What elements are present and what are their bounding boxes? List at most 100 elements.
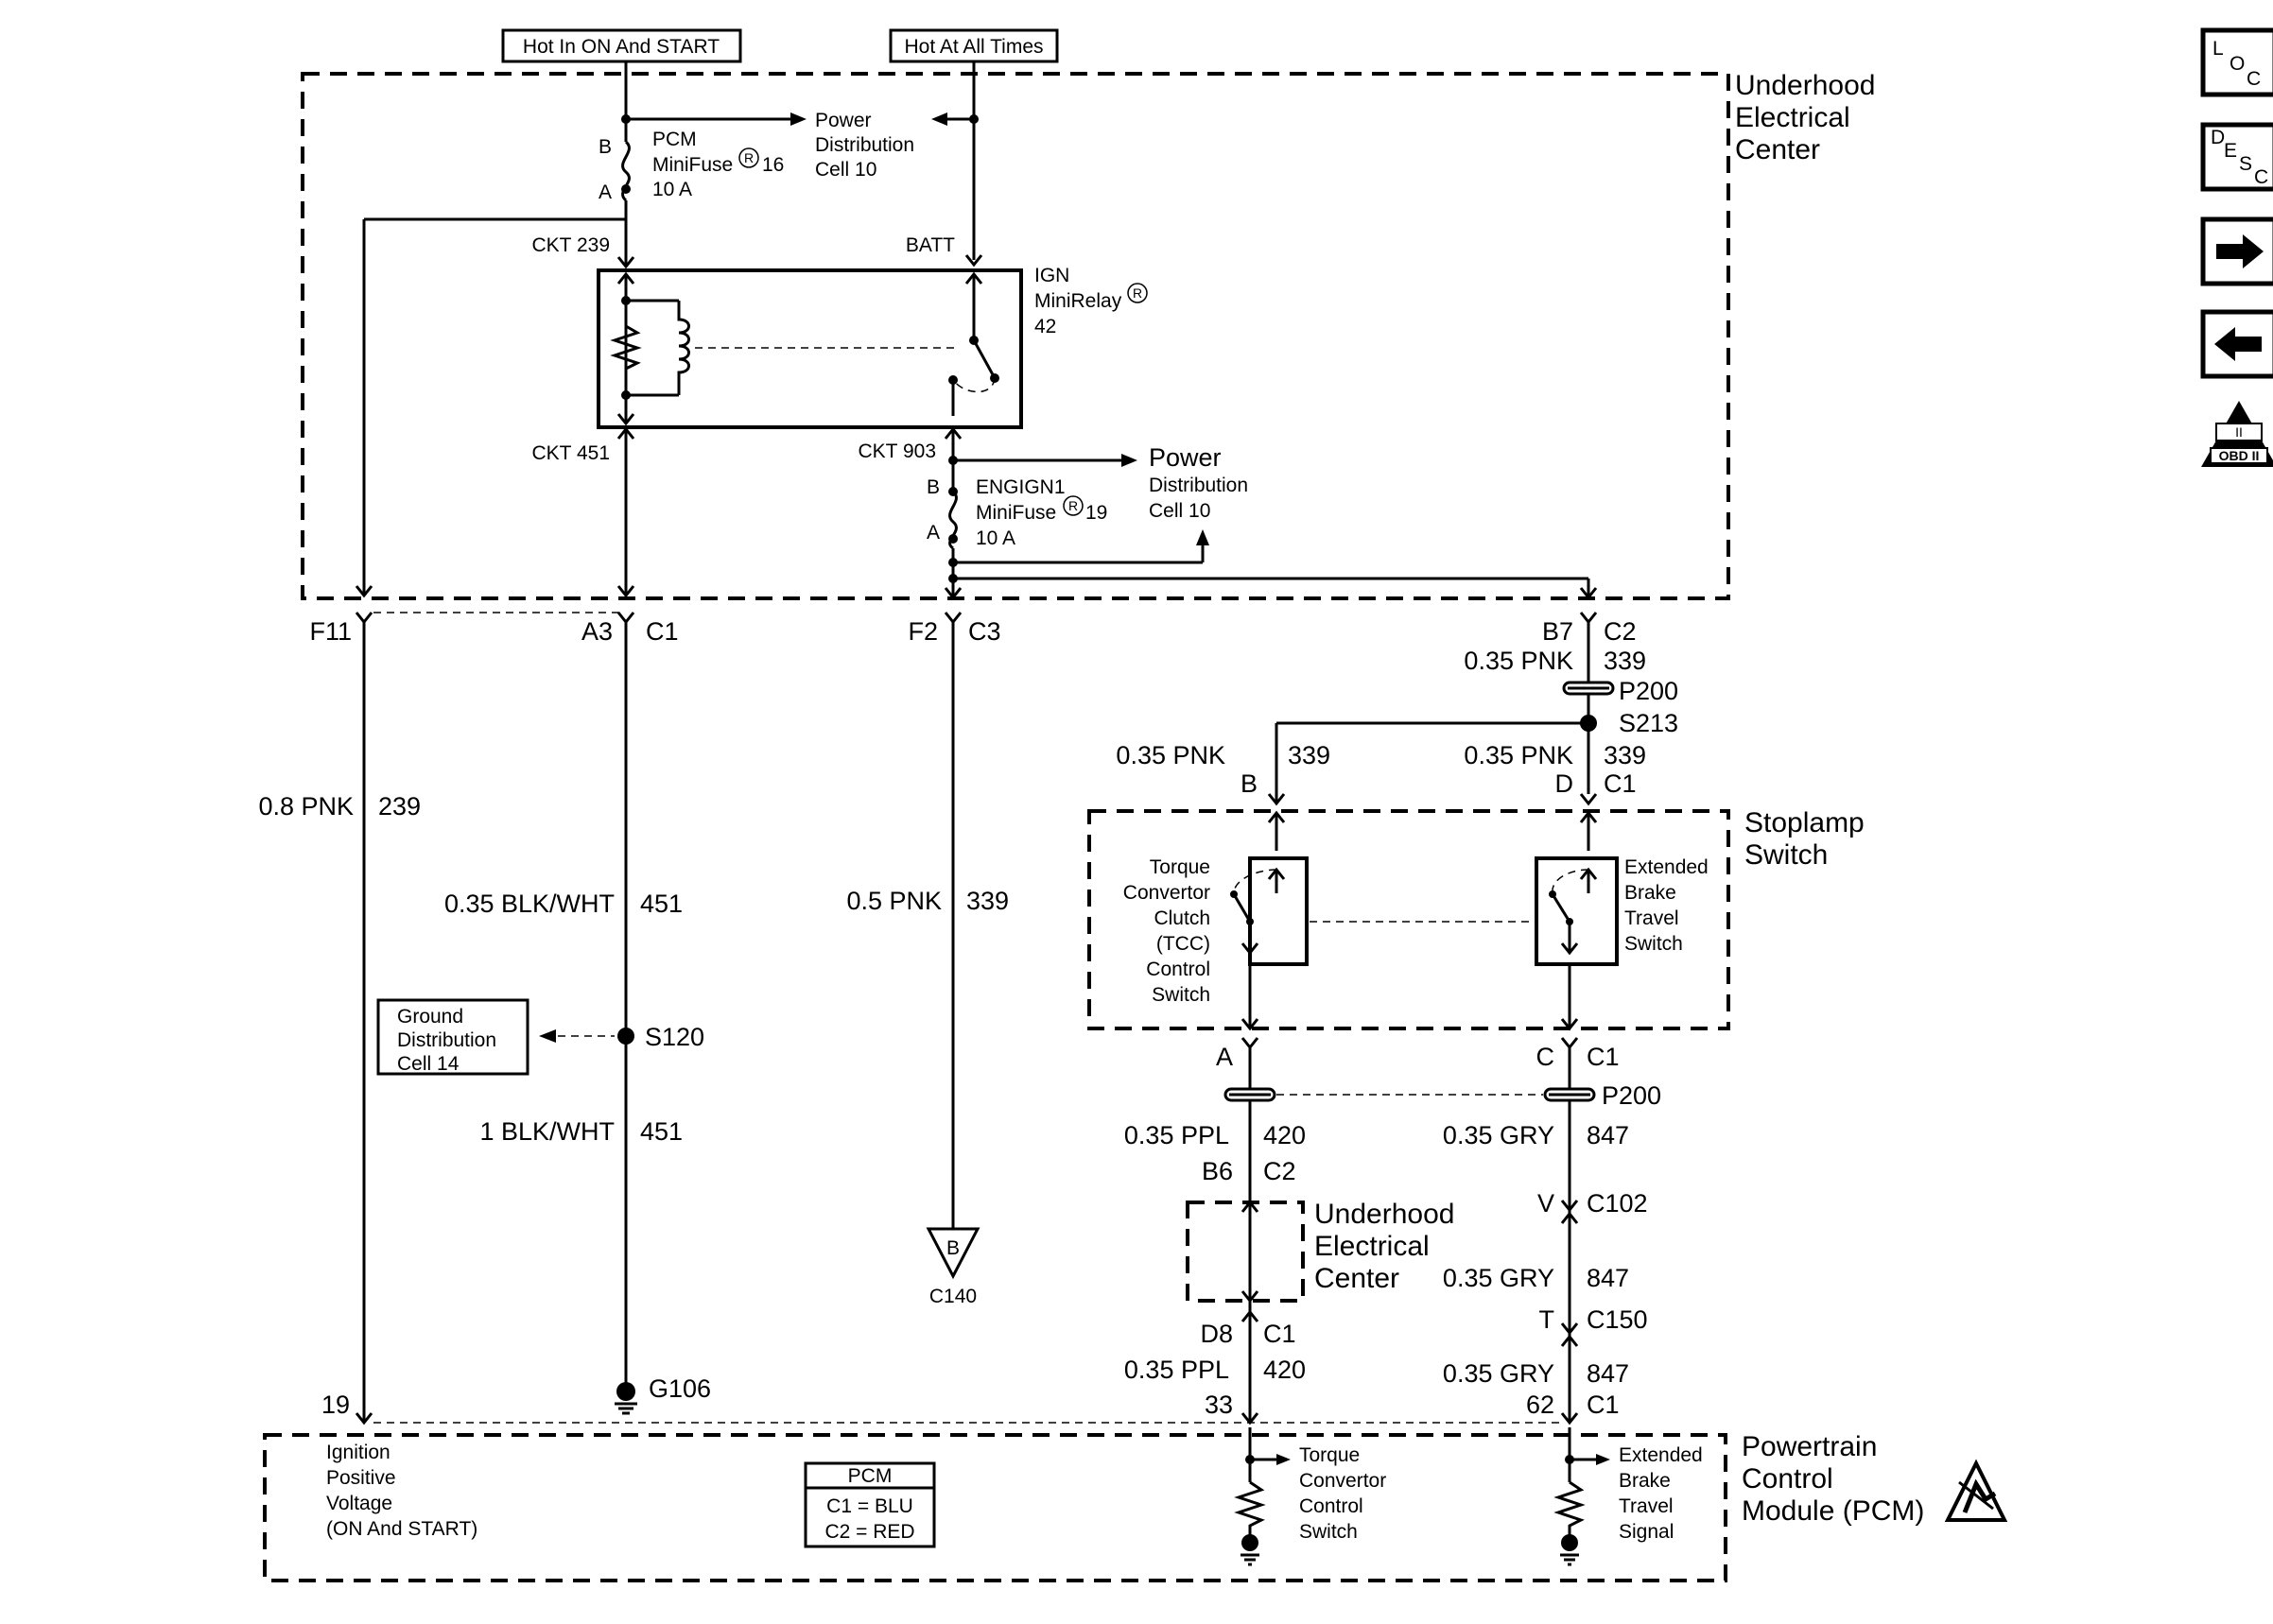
engign1-fuse-label: ENGIGN1	[976, 476, 1066, 498]
svg-text:MiniRelay: MiniRelay	[1034, 290, 1122, 312]
pin-19: 19	[321, 1391, 350, 1419]
wire-339-number-main: 339	[966, 887, 1009, 915]
power-distribution-mid-label: Power	[1149, 443, 1222, 472]
pcm-box	[263, 1433, 1727, 1582]
svg-text:Convertor: Convertor	[1123, 882, 1210, 904]
svg-text:19: 19	[1085, 502, 1107, 524]
wire-451-number-upper: 451	[640, 890, 683, 918]
wire-339-gauge-main: 0.5 PNK	[846, 887, 942, 915]
pcm-ebt-label: Extended	[1619, 1444, 1703, 1466]
obd-ii-button[interactable]: II OBD II	[2201, 401, 2273, 467]
pcm-legend-c1: C1 = BLU	[826, 1495, 913, 1517]
svg-text:R: R	[1068, 498, 1078, 513]
wire-420-gauge-upper: 0.35 PPL	[1124, 1121, 1229, 1149]
pin-33: 33	[1205, 1391, 1233, 1419]
wire-339-gauge-b7: 0.35 PNK	[1464, 647, 1573, 675]
connector-c1-a: C1	[646, 617, 679, 646]
connector-c1-lower: C1	[1587, 1043, 1620, 1071]
svg-text:Voltage: Voltage	[326, 1493, 392, 1514]
wire-339-gauge-left: 0.35 PNK	[1116, 741, 1225, 769]
extended-brake-travel-switch-box	[1535, 856, 1619, 966]
svg-text:A: A	[927, 522, 940, 544]
svg-text:10 A: 10 A	[976, 527, 1015, 549]
svg-text:OBD II: OBD II	[2219, 448, 2260, 463]
stoplamp-title-line2: Switch	[1744, 839, 1828, 871]
next-arrow-button[interactable]	[2200, 216, 2273, 286]
stoplamp-title-line1: Stoplamp	[1744, 807, 1865, 838]
wire-339-gauge-right: 0.35 PNK	[1464, 741, 1573, 769]
pcm-legend-box	[804, 1461, 936, 1548]
tcc-switch-label: Torque	[1150, 856, 1210, 878]
relay-coil	[677, 301, 690, 395]
hot-on-start-box	[501, 28, 742, 63]
svg-text:R: R	[744, 150, 754, 165]
svg-text:Center: Center	[1314, 1263, 1399, 1294]
pcm-title-line3: Module (PCM)	[1742, 1495, 1924, 1527]
wire-339-number-left: 339	[1288, 741, 1330, 769]
underhood-title-line1: Underhood	[1735, 70, 1875, 101]
ign-minirelay-box	[597, 268, 1023, 429]
svg-text:10 A: 10 A	[652, 179, 692, 200]
wire-847-gauge-mid: 0.35 GRY	[1443, 1264, 1554, 1292]
svg-text:42: 42	[1034, 316, 1056, 337]
wire-451-number-lower: 451	[640, 1117, 683, 1146]
connector-f11: F11	[309, 617, 352, 646]
svg-text:L: L	[2212, 38, 2224, 60]
pcm-tcc-resistor	[1234, 1480, 1266, 1536]
svg-text:(TCC): (TCC)	[1156, 933, 1210, 955]
wire-420-number-upper: 420	[1263, 1121, 1306, 1149]
svg-text:B: B	[599, 136, 612, 158]
p200-top-label: P200	[1619, 677, 1678, 705]
esd-warning-icon	[1944, 1459, 2008, 1522]
location-button[interactable]: L O C	[2200, 27, 2273, 97]
svg-text:E: E	[2224, 140, 2237, 162]
connector-c2: C2	[1604, 617, 1637, 646]
svg-text:MiniFuse: MiniFuse	[976, 502, 1056, 524]
ground-b-symbol	[926, 1227, 980, 1280]
wire-239-gauge: 0.8 PNK	[258, 792, 354, 821]
pin-d8: D8	[1200, 1320, 1233, 1348]
svg-text:Brake: Brake	[1624, 882, 1676, 904]
connector-b7: B7	[1542, 617, 1573, 646]
underhood-title-line3: Center	[1735, 134, 1820, 165]
svg-text:Distribution: Distribution	[397, 1029, 496, 1051]
g106-label: G106	[649, 1374, 711, 1403]
svg-text:R: R	[1133, 285, 1142, 301]
wire-847-gauge-upper: 0.35 GRY	[1443, 1121, 1554, 1149]
pin-b6: B6	[1202, 1157, 1233, 1185]
p200-mid-label: P200	[1602, 1081, 1661, 1110]
relay-resistor	[610, 324, 642, 371]
svg-text:Convertor: Convertor	[1299, 1470, 1386, 1492]
svg-text:A: A	[599, 181, 612, 203]
svg-text:(ON And START): (ON And START)	[326, 1518, 477, 1540]
pcm-fuse-label: PCM	[652, 129, 697, 150]
svg-text:D: D	[2211, 127, 2225, 148]
svg-text:Switch: Switch	[1299, 1521, 1358, 1543]
batt-label: BATT	[906, 234, 955, 256]
wire-420-gauge-lower: 0.35 PPL	[1124, 1356, 1229, 1384]
power-distribution-top-label: Power	[815, 110, 872, 131]
svg-text:C: C	[2254, 166, 2268, 188]
wire-847-number-mid: 847	[1587, 1264, 1629, 1292]
pcm-title-line2: Control	[1742, 1463, 1833, 1494]
extended-brake-travel-switch-label: Extended	[1624, 856, 1709, 878]
pin-62: 62	[1526, 1391, 1554, 1419]
arrow-right-icon	[2216, 234, 2264, 268]
svg-text:C: C	[2247, 68, 2261, 90]
svg-text:Distribution: Distribution	[1149, 475, 1248, 496]
description-button[interactable]: D E S C	[2200, 122, 2273, 192]
previous-arrow-button[interactable]	[2200, 309, 2273, 379]
pcm-ebt-resistor	[1553, 1480, 1586, 1536]
g106-ground	[616, 1382, 635, 1401]
connector-c150: C150	[1587, 1305, 1648, 1334]
stoplamp-switch-box	[1087, 809, 1730, 1030]
connector-c1-d8: C1	[1263, 1320, 1296, 1348]
svg-text:16: 16	[762, 154, 784, 176]
tcc-switch-box	[1248, 856, 1309, 966]
uec-small-label: Underhood	[1314, 1199, 1454, 1230]
svg-text:Positive: Positive	[326, 1467, 396, 1489]
svg-text:Switch: Switch	[1152, 984, 1210, 1006]
svg-text:Control: Control	[1299, 1495, 1363, 1517]
connector-c1-switch: C1	[1604, 769, 1637, 798]
